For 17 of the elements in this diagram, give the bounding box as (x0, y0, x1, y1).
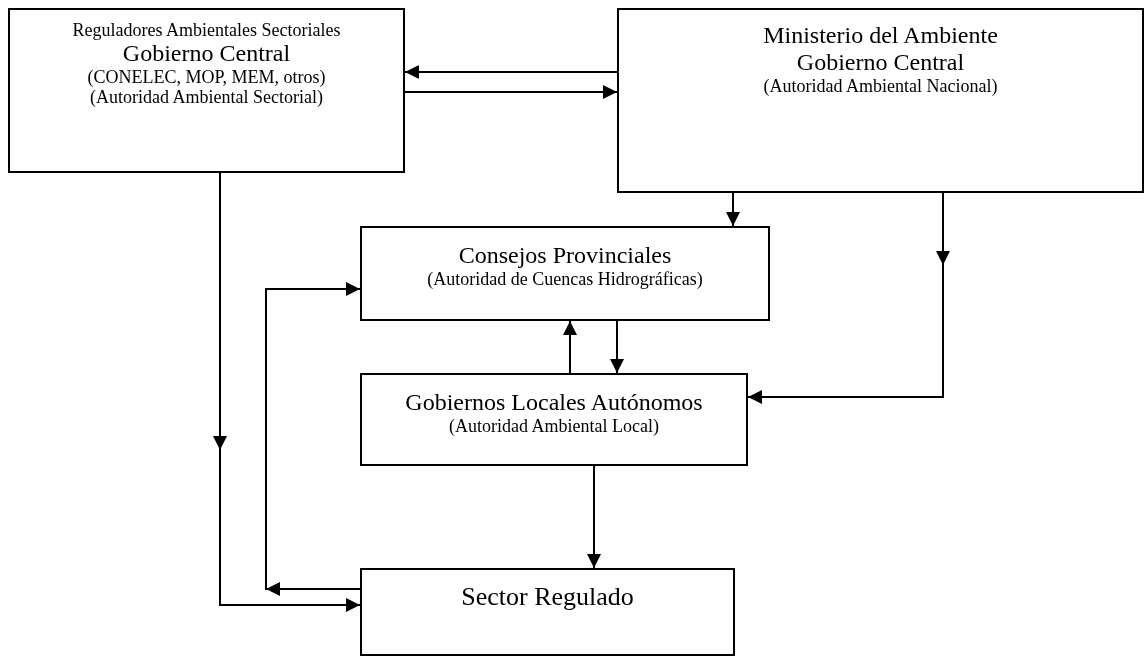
box-text: Gobierno Central (122, 40, 291, 68)
box-text: Reguladores Ambientales Sectoriales (72, 20, 341, 41)
box-text: (Autoridad de Cuencas Hidrográficas) (427, 268, 703, 290)
box-text: Sector Regulado (461, 582, 634, 612)
process-box (360, 373, 748, 466)
box-text: (Autoridad Ambiental Nacional) (763, 75, 998, 96)
process-box (617, 8, 1144, 193)
process-box (8, 8, 405, 173)
box-text: Gobierno Central (796, 48, 965, 76)
process-box (360, 226, 770, 321)
box-text: (Autoridad Ambiental Sectorial) (90, 87, 323, 108)
box-text: (CONELEC, MOP, MEM, otros) (87, 67, 326, 88)
box-text: Gobiernos Locales Autónomos (405, 389, 703, 416)
box-text: Consejos Provinciales (458, 242, 672, 269)
process-box (360, 568, 735, 656)
box-text: Ministerio del Ambiente (763, 22, 998, 49)
box-text: (Autoridad Ambiental Local) (449, 415, 659, 437)
